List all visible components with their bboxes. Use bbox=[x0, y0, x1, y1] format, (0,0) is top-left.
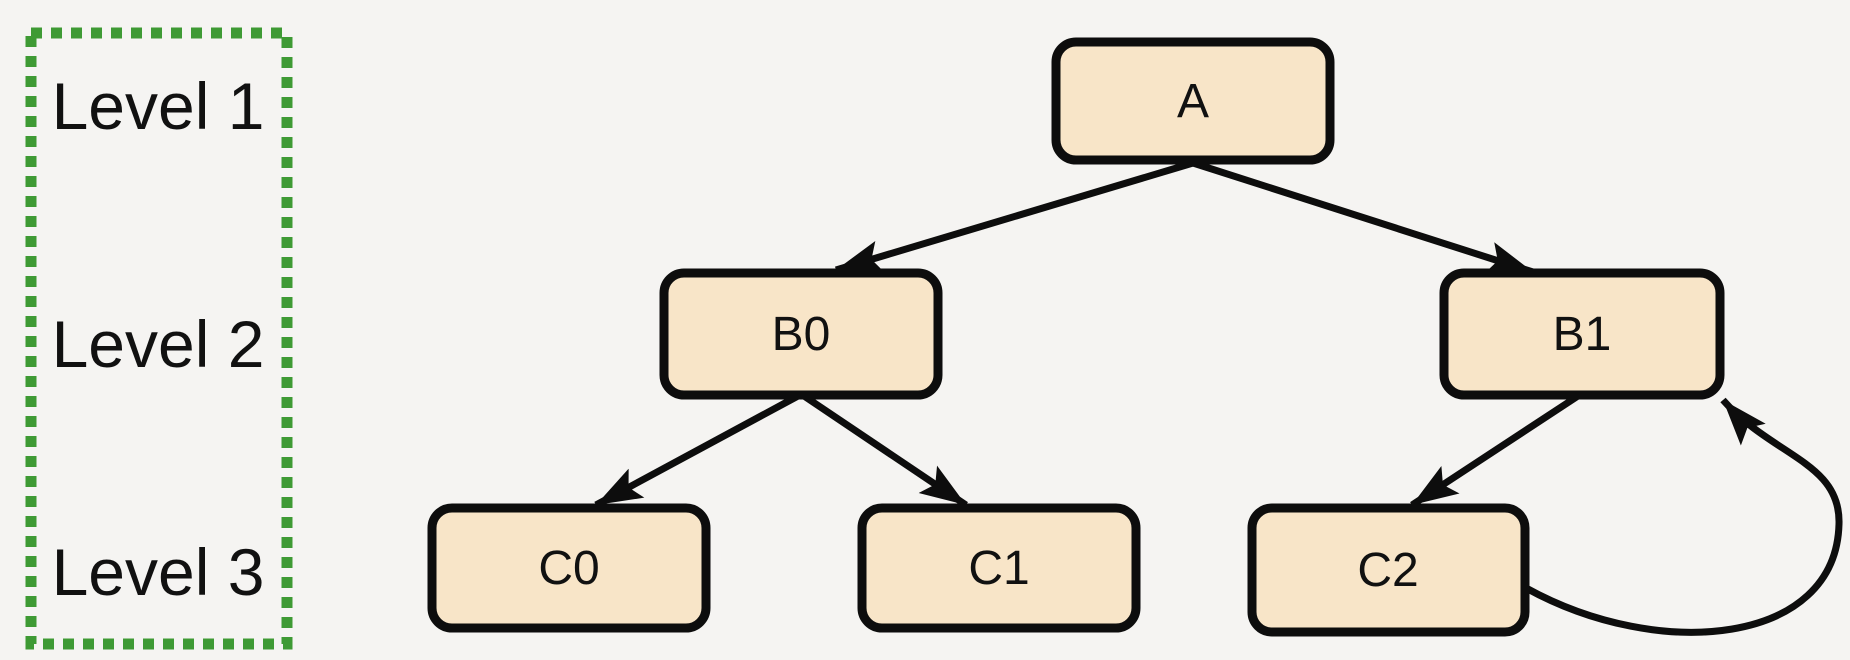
node-b1: B1 bbox=[1439, 268, 1725, 400]
node-c0: C0 bbox=[427, 503, 711, 633]
node-b0-label: B0 bbox=[772, 308, 831, 361]
edge-a-b0 bbox=[834, 159, 1195, 274]
edge-b1-c2 bbox=[1410, 393, 1580, 508]
level-3-label: Level 3 bbox=[52, 535, 265, 609]
node-c0-box bbox=[427, 503, 711, 633]
node-c2: C2 bbox=[1247, 503, 1530, 637]
level-2-label: Level 2 bbox=[52, 307, 265, 381]
node-c2-label: C2 bbox=[1357, 544, 1418, 597]
node-b1-label: B1 bbox=[1553, 308, 1612, 361]
node-c1-label: C1 bbox=[968, 542, 1029, 595]
level-1-label: Level 1 bbox=[52, 69, 265, 143]
level-legend: Level 1 Level 2 Level 3 bbox=[25, 27, 293, 650]
node-c1: C1 bbox=[857, 503, 1141, 633]
node-c0-label: C0 bbox=[538, 542, 599, 595]
edges bbox=[594, 159, 1843, 636]
level-frame bbox=[25, 27, 293, 650]
node-a-box bbox=[1051, 37, 1335, 165]
node-a: A bbox=[1051, 37, 1335, 165]
node-b0: B0 bbox=[659, 268, 943, 400]
node-c2-box bbox=[1247, 503, 1530, 637]
edge-b0-c0 bbox=[594, 392, 800, 509]
node-a-label: A bbox=[1177, 75, 1209, 128]
node-c1-box bbox=[857, 503, 1141, 633]
edge-c2-b1-back bbox=[1524, 397, 1843, 636]
edge-b0-c1 bbox=[802, 393, 968, 508]
edge-a-b1 bbox=[1191, 159, 1535, 276]
node-b0-box bbox=[659, 268, 943, 400]
node-b1-box bbox=[1439, 268, 1725, 400]
